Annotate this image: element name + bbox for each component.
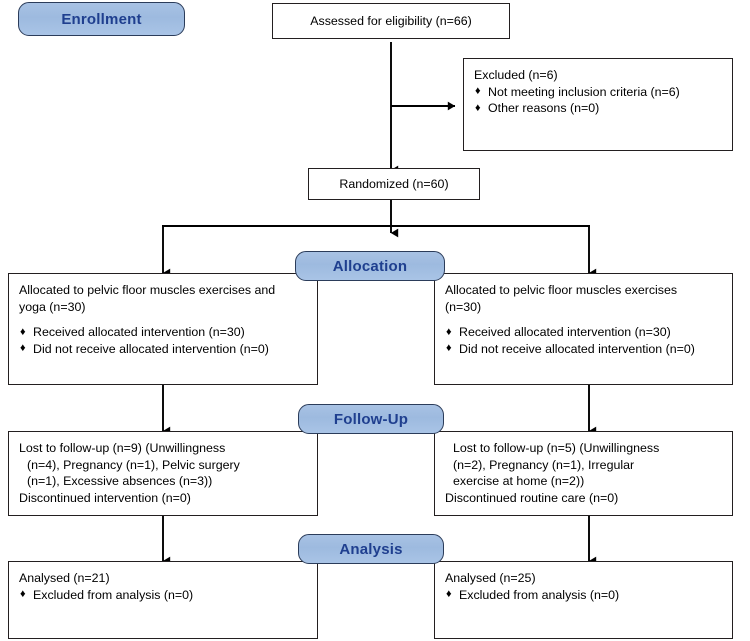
node-analysis-right-heading: Analysed (n=25): [445, 571, 536, 585]
node-assessed-label: Assessed for eligibility (n=66): [310, 13, 472, 28]
stage-badge-analysis: Analysis: [298, 534, 444, 564]
diamond-bullet-icon: ♦: [446, 342, 452, 354]
list-item: ♦ Received allocated intervention (n=30): [19, 324, 307, 341]
node-followup-right-line3: exercise at home (n=2)): [453, 474, 585, 488]
node-followup-right-line4: Discontinued routine care (n=0): [445, 490, 619, 505]
node-excluded-bullet-list: ♦ Not meeting inclusion criteria (n=6) ♦…: [474, 84, 722, 117]
diamond-bullet-icon: ♦: [20, 588, 26, 600]
node-analysis-right-bullet-list: ♦ Excluded from analysis (n=0): [445, 587, 722, 604]
list-item: ♦ Did not receive allocated intervention…: [445, 341, 722, 358]
list-item: ♦ Other reasons (n=0): [474, 100, 722, 117]
node-analysis-left: Analysed (n=21) ♦ Excluded from analysis…: [8, 561, 318, 639]
spacer: [445, 315, 722, 324]
node-assessed-for-eligibility: Assessed for eligibility (n=66): [272, 3, 510, 39]
node-followup-left-line4: Discontinued intervention (n=0): [19, 490, 191, 505]
stage-badge-allocation: Allocation: [295, 251, 445, 281]
node-randomized-label: Randomized (n=60): [339, 176, 449, 191]
node-randomized: Randomized (n=60): [308, 168, 480, 200]
node-allocation-right-heading-line1: Allocated to pelvic floor muscles exerci…: [445, 283, 678, 297]
node-analysis-right: Analysed (n=25) ♦ Excluded from analysis…: [434, 561, 733, 639]
list-item: ♦ Excluded from analysis (n=0): [19, 587, 307, 604]
node-allocation-left-heading-line2: yoga (n=30): [19, 299, 86, 314]
node-allocation-right-heading-line2: (n=30): [445, 299, 482, 314]
list-item: ♦ Received allocated intervention (n=30): [445, 324, 722, 341]
node-analysis-left-bullet-0: Excluded from analysis (n=0): [33, 587, 194, 602]
node-followup-left-line3: (n=1), Excessive absences (n=3)): [27, 474, 213, 488]
node-followup-right-line1: Lost to follow-up (n=5) (Unwillingness: [453, 441, 660, 455]
node-allocation-left-bullet-1: Did not receive allocated intervention (…: [33, 341, 269, 356]
node-allocation-right-bullet-0: Received allocated intervention (n=30): [459, 325, 671, 339]
diamond-bullet-icon: ♦: [475, 85, 481, 97]
diamond-bullet-icon: ♦: [446, 588, 452, 600]
stage-badge-enrollment-label: Enrollment: [61, 10, 142, 28]
node-followup-left-line2: (n=4), Pregnancy (n=1), Pelvic surgery: [27, 457, 240, 472]
node-followup-left: Lost to follow-up (n=9) (Unwillingness (…: [8, 431, 318, 516]
node-excluded-bullet-1: Other reasons (n=0): [488, 101, 600, 115]
spacer: [19, 315, 307, 324]
node-analysis-right-bullet-0: Excluded from analysis (n=0): [459, 587, 620, 602]
stage-badge-followup: Follow-Up: [298, 404, 444, 434]
node-allocation-right-bullet-list: ♦ Received allocated intervention (n=30)…: [445, 324, 722, 357]
node-allocation-right-bullet-1: Did not receive allocated intervention (…: [459, 341, 695, 356]
stage-badge-analysis-label: Analysis: [339, 540, 403, 558]
node-excluded-heading: Excluded (n=6): [474, 68, 558, 82]
node-allocation-left-bullet-0: Received allocated intervention (n=30): [33, 325, 245, 339]
node-allocation-left-bullet-list: ♦ Received allocated intervention (n=30)…: [19, 324, 307, 357]
diamond-bullet-icon: ♦: [475, 101, 481, 114]
node-followup-left-line1: Lost to follow-up (n=9) (Unwillingness: [19, 441, 226, 455]
diamond-bullet-icon: ♦: [446, 325, 452, 338]
diamond-bullet-icon: ♦: [20, 325, 26, 338]
node-allocation-left-heading-line1: Allocated to pelvic floor muscles exerci…: [19, 283, 276, 297]
node-analysis-left-bullet-list: ♦ Excluded from analysis (n=0): [19, 587, 307, 604]
node-followup-right-line2: (n=2), Pregnancy (n=1), Irregular: [453, 457, 635, 472]
list-item: ♦ Excluded from analysis (n=0): [445, 587, 722, 604]
stage-badge-enrollment: Enrollment: [18, 2, 185, 36]
node-excluded-bullet-0: Not meeting inclusion criteria (n=6): [488, 84, 680, 99]
node-analysis-left-heading: Analysed (n=21): [19, 571, 110, 585]
node-excluded: Excluded (n=6) ♦ Not meeting inclusion c…: [463, 58, 733, 151]
list-item: ♦ Not meeting inclusion criteria (n=6): [474, 84, 722, 101]
stage-badge-allocation-label: Allocation: [332, 257, 408, 275]
node-followup-right: Lost to follow-up (n=5) (Unwillingness (…: [434, 431, 733, 516]
diamond-bullet-icon: ♦: [20, 342, 26, 354]
node-allocation-right: Allocated to pelvic floor muscles exerci…: [434, 273, 733, 385]
stage-badge-followup-label: Follow-Up: [333, 410, 409, 428]
node-allocation-left: Allocated to pelvic floor muscles exerci…: [8, 273, 318, 385]
list-item: ♦ Did not receive allocated intervention…: [19, 341, 307, 358]
